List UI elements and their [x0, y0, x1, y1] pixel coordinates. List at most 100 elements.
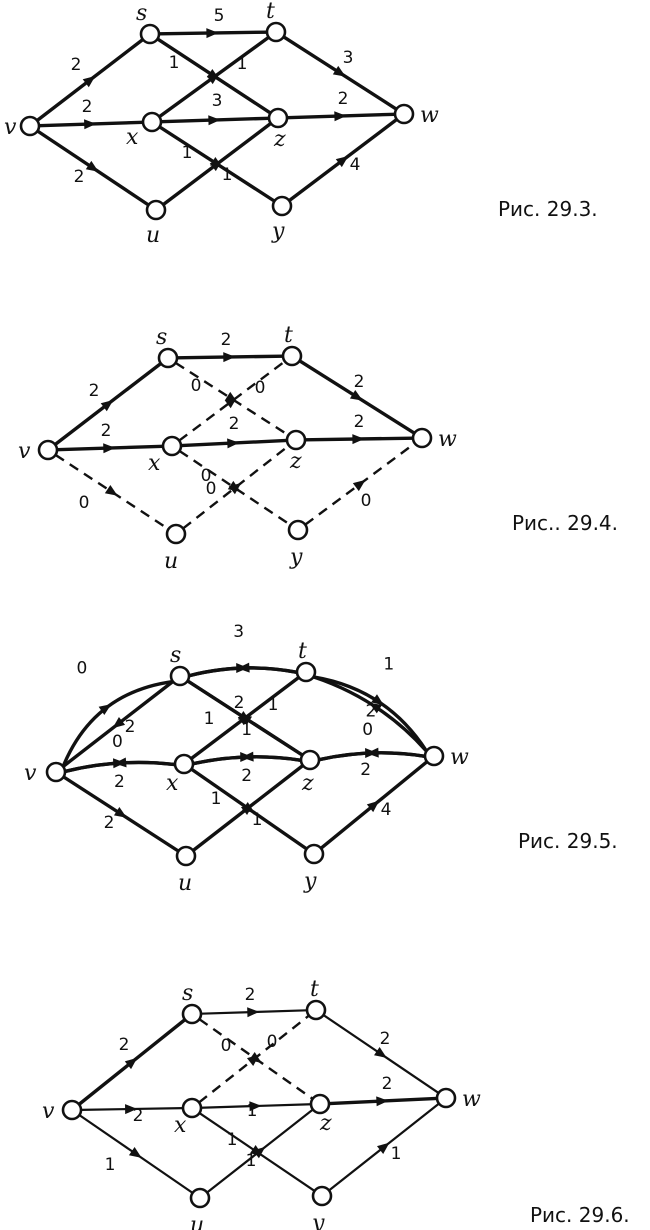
node-y	[271, 195, 293, 217]
node-label-t: t	[266, 0, 275, 24]
node-y	[287, 519, 309, 541]
node-s	[157, 347, 179, 369]
arrow-x-v	[114, 757, 127, 768]
node-x	[181, 1097, 203, 1119]
node-v	[45, 761, 67, 783]
edge-weight-x-z: 1	[241, 720, 252, 740]
arrow-v-x	[84, 119, 97, 130]
arrow-z-x	[241, 751, 254, 762]
edge-weight-x-v: 2	[114, 772, 125, 792]
node-label-s: s	[136, 1, 147, 26]
edge-weight-z-w: 2	[354, 412, 365, 432]
edge-weight-x-y: 1	[246, 1151, 257, 1171]
arrow-x-t	[224, 397, 238, 409]
figure-caption: Рис. 29.6.	[530, 1203, 630, 1227]
node-z	[309, 1093, 331, 1115]
node-z	[267, 107, 289, 129]
arrow-u-z	[252, 1146, 266, 1159]
arrow-y-w	[366, 800, 380, 813]
node-s	[181, 1003, 203, 1025]
arrow-s-t	[206, 28, 219, 39]
edge-weight-w-t: 2	[365, 701, 376, 721]
node-label-x: x	[166, 771, 179, 796]
edge-weight-v-u: 2	[74, 167, 85, 187]
edge-weight-v-s: 2	[119, 1035, 130, 1055]
node-y	[303, 843, 325, 865]
edge-weight-z-s: 1	[204, 709, 215, 729]
edge-v-u	[54, 453, 170, 531]
node-label-z: z	[319, 1111, 332, 1136]
edge-s-z	[174, 361, 290, 437]
edge-weight-x-z: 1	[247, 1101, 258, 1121]
edge-weight-v-s: 2	[71, 55, 82, 75]
edge-weight-y-w: 4	[350, 155, 361, 175]
figure-caption: Рис.. 29.4.	[512, 511, 618, 535]
node-u	[165, 523, 187, 545]
arrow-v-u	[113, 806, 127, 818]
node-label-y: y	[289, 545, 303, 570]
node-x	[161, 435, 183, 457]
node-label-z: z	[301, 771, 314, 796]
arrow-x-t	[206, 73, 220, 85]
edge-weight-x-y: 1	[222, 165, 233, 185]
arrow-v-s	[100, 399, 114, 412]
node-label-u: u	[178, 871, 192, 896]
arrow-x-t	[237, 713, 251, 726]
edge-weight-v-u: 1	[105, 1155, 116, 1175]
node-label-v: v	[42, 1099, 55, 1124]
arrow-v-x	[103, 443, 116, 454]
edge-weight-y-w: 1	[391, 1144, 402, 1164]
edge-weight-s-z: 2	[234, 693, 245, 713]
edge-weight-x-t: 0	[255, 378, 266, 398]
edge-weight-y-w: 0	[361, 491, 372, 511]
edge-weight-x-t: 1	[268, 695, 279, 715]
edge-weight-t-w: 2	[380, 1029, 391, 1049]
node-u	[189, 1187, 211, 1209]
node-v	[19, 115, 41, 137]
edge-weight-v-u: 2	[104, 813, 115, 833]
edge-weight-s-t: 3	[233, 622, 244, 642]
edge-weight-v-s: 2	[89, 381, 100, 401]
arrow-v-u	[85, 160, 99, 172]
arrow-x-t	[246, 1054, 260, 1067]
edge-weight-u-z: 1	[227, 1130, 238, 1150]
edge-weight-u-z: 0	[201, 466, 212, 486]
arrow-u-z	[209, 159, 223, 172]
edge-weight-t-w: 1	[383, 654, 394, 674]
arrow-s-t	[247, 1007, 260, 1018]
arrow-v-s	[124, 1057, 138, 1070]
node-label-t: t	[310, 977, 319, 1002]
arrow-t-w	[374, 1047, 387, 1058]
edge-weight-t-w: 3	[343, 48, 354, 68]
edge-weight-z-w: 2	[382, 1074, 393, 1094]
arrow-x-z	[249, 1101, 262, 1112]
figure-caption: Рис. 29.5.	[518, 829, 618, 853]
edge-weight-s-z: 0	[191, 376, 202, 396]
arrow-v-x	[125, 1104, 138, 1115]
node-label-w: w	[450, 745, 469, 770]
arrow-w-z	[366, 747, 379, 758]
arrow-y-w	[335, 155, 349, 168]
node-t	[305, 999, 327, 1021]
node-u	[145, 199, 167, 221]
figure-caption: Рис. 29.3.	[498, 197, 598, 221]
node-z	[285, 429, 307, 451]
node-s	[169, 665, 191, 687]
node-label-s: s	[182, 981, 193, 1006]
node-label-u: u	[190, 1213, 204, 1230]
edge-weight-x-y: 0	[206, 479, 217, 499]
node-label-y: y	[303, 869, 317, 894]
edge-weight-s-z: 0	[221, 1036, 232, 1056]
node-x	[141, 111, 163, 133]
edge-weight-t-w: 2	[354, 372, 365, 392]
node-y	[311, 1185, 333, 1207]
edge-u-z	[182, 444, 290, 530]
node-w	[423, 745, 445, 767]
arrow-u-z	[240, 803, 254, 816]
node-label-x: x	[126, 125, 139, 150]
arrow-t-w	[332, 65, 346, 77]
